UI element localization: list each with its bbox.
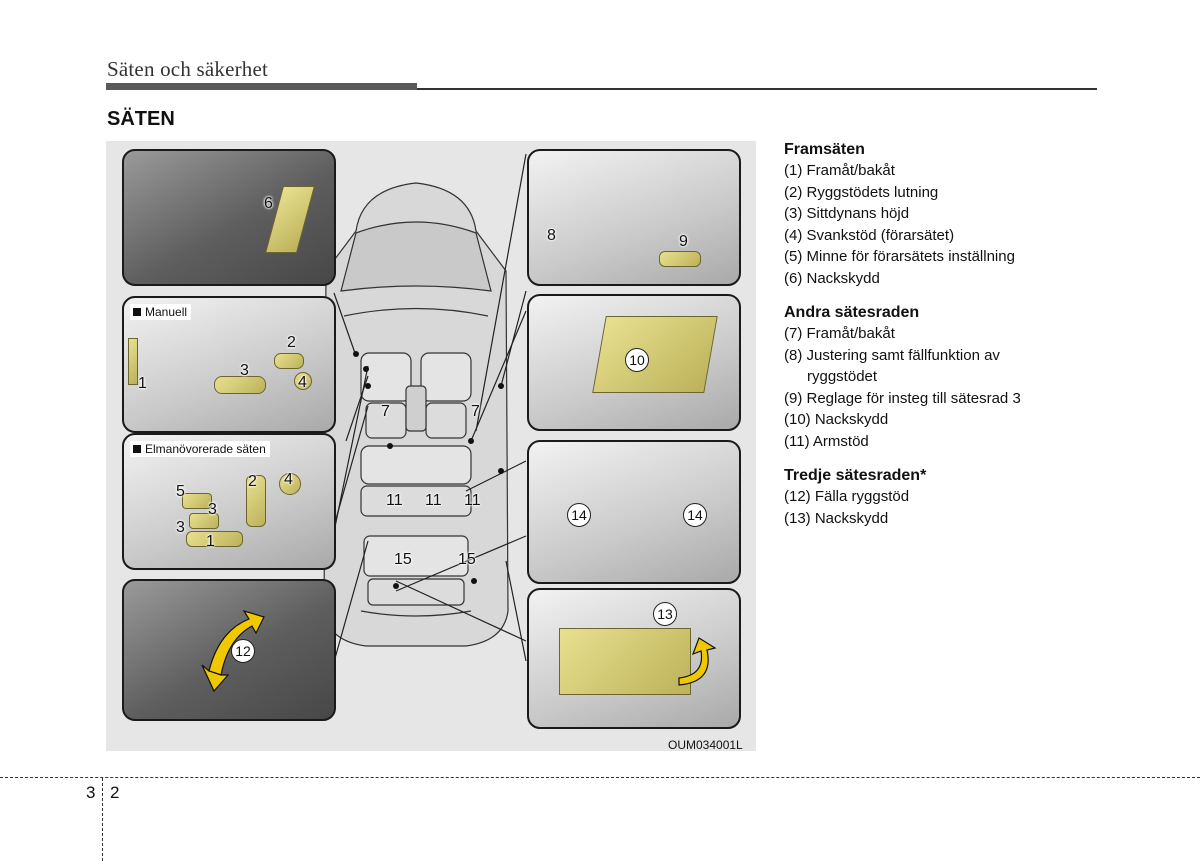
electric-label: Elmanövorerade säten — [130, 441, 270, 457]
group-second-row: Andra sätesraden (7) Framåt/bakåt (8) Ju… — [784, 303, 1104, 452]
legend-item-10: (10) Nackskydd — [784, 411, 889, 428]
group-title-second-row: Andra sätesraden — [784, 304, 920, 321]
callout-15-right: 15 — [458, 551, 476, 568]
callout-15-left: 15 — [394, 551, 412, 568]
legend-item-8-continuation: ryggstödet — [807, 368, 878, 385]
callout-3-electric-b: 3 — [176, 519, 185, 536]
panel-front-headrest: 6 — [122, 149, 336, 286]
callout-9: 9 — [679, 233, 688, 250]
callout-14-left: 14 — [567, 503, 591, 527]
footer-divider — [0, 777, 1200, 778]
legend-item-12: (12) Fälla ryggstöd — [784, 488, 910, 505]
legend-item-2: (2) Ryggstödets lutning — [784, 183, 939, 201]
callout-4: 4 — [298, 374, 307, 391]
page-chapter-number: 3 — [86, 783, 96, 802]
panel-manual-seat: Manuell 1 2 3 4 — [122, 296, 336, 433]
switch-4 — [279, 473, 301, 495]
callout-5: 5 — [176, 483, 185, 500]
callout-7-right: 7 — [471, 403, 480, 420]
lever-9 — [659, 251, 701, 267]
legend-item-1: (1) Framåt/bakåt — [784, 162, 895, 179]
knob-4 — [294, 372, 312, 390]
electric-label-text: Elmanövorerade säten — [145, 442, 266, 456]
legend-item-7: (7) Framåt/bakåt — [784, 325, 895, 342]
callout-11-right: 11 — [464, 492, 481, 509]
panel-third-row-fold: 12 — [122, 579, 336, 721]
headrest-13 — [559, 628, 691, 695]
callout-8: 8 — [547, 227, 556, 244]
callout-11-left: 11 — [386, 492, 403, 509]
legend-item-8: (8) Justering samt fällfunktion av ryggst… — [784, 345, 1104, 388]
callout-10: 10 — [625, 348, 649, 372]
callout-1: 1 — [138, 375, 147, 392]
switch-1 — [186, 531, 243, 547]
header-rule-thick — [106, 83, 417, 90]
headrest-10 — [592, 316, 718, 393]
callout-3: 3 — [240, 362, 249, 379]
callout-1-electric: 1 — [206, 533, 215, 550]
legend-item-13: (13) Nackskydd — [784, 509, 889, 527]
manual-label-text: Manuell — [145, 305, 188, 319]
callout-4-electric: 4 — [284, 471, 293, 488]
panel-cargo-area: 14 14 — [527, 440, 741, 584]
figure-code: OUM034001L — [668, 738, 743, 752]
callout-14-right: 14 — [683, 503, 707, 527]
header-rule-thin — [417, 88, 1097, 90]
group-third-row: Tredje sätesraden* (12) Fälla ryggstöd (… — [784, 466, 1104, 529]
seat-overview-figure: 7 7 11 11 11 15 15 6 Manuell 1 2 3 4 Elm… — [106, 141, 756, 752]
legend-item-4: (4) Svankstöd (förarsätet) — [784, 226, 955, 244]
callout-11-center: 11 — [425, 492, 442, 509]
legend-item-8-text: (8) Justering samt fällfunktion av — [784, 346, 1000, 364]
callout-2-electric: 2 — [248, 473, 257, 490]
panel-second-row-lever: 8 9 — [527, 149, 741, 286]
switch-2 — [246, 475, 266, 527]
callout-7-left: 7 — [381, 403, 390, 420]
rotate-arrow-icon — [678, 637, 717, 686]
seat-legend: Framsäten (1) Framåt/bakåt (2) Ryggstöde… — [784, 140, 1104, 543]
legend-item-3: (3) Sittdynans höjd — [784, 205, 910, 222]
panel-third-row-headrest: 13 — [527, 588, 741, 729]
callout-13: 13 — [653, 602, 677, 626]
car-top-view-illustration — [323, 153, 527, 677]
legend-item-11: (11) Armstöd — [784, 432, 869, 450]
callout-2: 2 — [287, 334, 296, 351]
group-title-third-row: Tredje sätesraden* — [784, 467, 927, 484]
switch-3 — [189, 513, 219, 529]
page-number: 2 — [110, 783, 120, 802]
legend-item-9: (9) Reglage för insteg till sätesrad 3 — [784, 389, 1021, 407]
legend-item-6: (6) Nackskydd — [784, 269, 880, 287]
legend-item-5: (5) Minne för förarsätets inställning — [784, 248, 1015, 265]
callout-12: 12 — [231, 639, 255, 663]
callout-6: 6 — [264, 195, 273, 212]
group-front-seats: Framsäten (1) Framåt/bakåt (2) Ryggstöde… — [784, 140, 1104, 289]
fold-arrow-icon — [201, 609, 265, 693]
manual-label: Manuell — [130, 304, 192, 320]
group-title-front-seats: Framsäten — [784, 141, 865, 158]
lever-3 — [214, 376, 266, 394]
lever-2 — [274, 353, 304, 369]
switch-5 — [182, 493, 212, 509]
callout-3-electric-a: 3 — [208, 501, 217, 518]
bar-1 — [128, 338, 138, 385]
panel-electric-seat: Elmanövorerade säten 5 3 3 1 2 4 — [122, 433, 336, 570]
panel-second-row-headrest: 10 — [527, 294, 741, 431]
section-title: SÄTEN — [107, 108, 175, 130]
footer-page-divider — [102, 778, 103, 861]
chapter-title: Säten och säkerhet — [107, 57, 269, 81]
